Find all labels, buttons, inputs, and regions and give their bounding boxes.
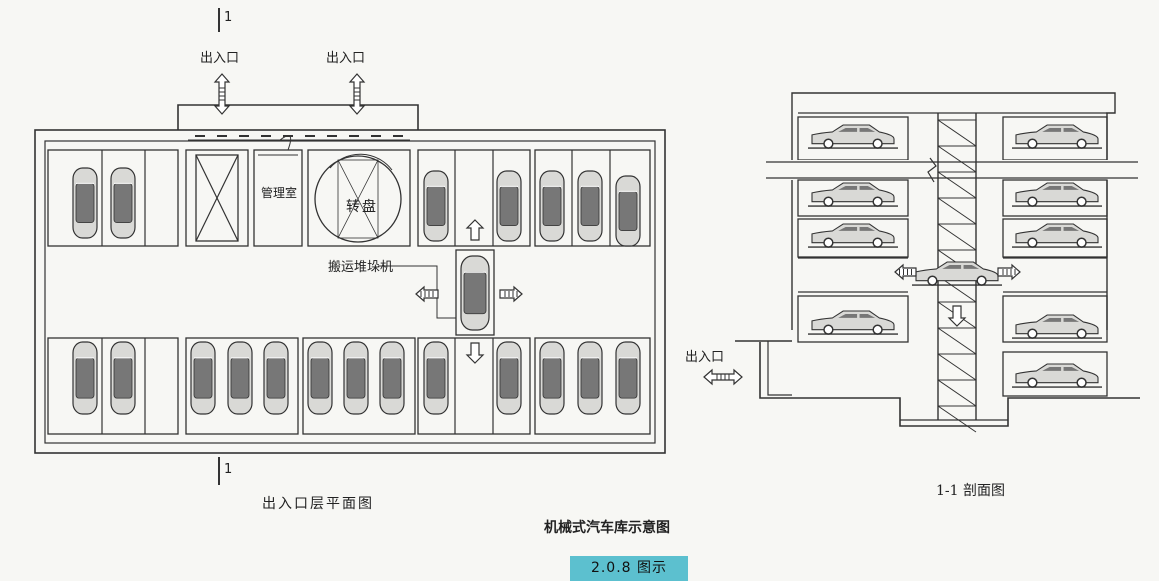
lift-brace — [937, 379, 977, 407]
car-side-view — [1012, 223, 1102, 248]
lift-brace — [937, 119, 977, 147]
car-top-view — [423, 170, 449, 242]
parking-block-bottom-left — [47, 337, 179, 435]
car-top-view — [72, 341, 98, 415]
parking-block-bottom-5 — [534, 337, 651, 435]
entrance-arrow-right — [348, 73, 366, 115]
turntable-cross — [337, 159, 379, 239]
car-top-view — [343, 341, 369, 415]
lift-shaft — [185, 149, 249, 247]
car-side-view — [808, 310, 898, 335]
parking-block-top-mid — [417, 149, 531, 247]
entrance-label-right: 出入口 — [326, 51, 366, 66]
entrance-label-left: 出入口 — [200, 51, 240, 66]
section-entrance-label: 出入口 — [685, 350, 725, 365]
car-top-view — [577, 170, 603, 242]
car-side-view — [808, 124, 898, 149]
plan-outer-wall — [34, 129, 666, 454]
turntable-label: 转盘 — [346, 199, 378, 215]
stacker-arrow-right — [499, 285, 523, 303]
car-top-view — [423, 341, 449, 415]
stacker-label: 搬运堆垛机 — [328, 260, 394, 275]
car-side-view — [1012, 182, 1102, 207]
office-door-swing — [279, 135, 292, 151]
section-ground-pit — [759, 342, 1140, 427]
parking-block-top-right — [534, 149, 651, 247]
car-top-view — [307, 341, 333, 415]
car-side-view — [1012, 363, 1102, 388]
lift-brace — [937, 405, 977, 433]
car-top-view — [539, 170, 565, 242]
figure-caption: 机械式汽车库示意图 — [544, 520, 670, 536]
parking-block-bottom-2 — [185, 337, 299, 435]
car-top-view — [190, 341, 216, 415]
figure-number-badge: 2.0.8 图示 — [570, 556, 688, 581]
bay-left-2 — [797, 179, 909, 217]
lift-brace — [937, 145, 977, 173]
car-top-view — [615, 341, 641, 415]
car-top-view — [227, 341, 253, 415]
break-band — [766, 160, 1146, 180]
car-top-view — [539, 341, 565, 415]
car-top-view — [379, 341, 405, 415]
break-symbol — [927, 157, 937, 183]
entrance-projection — [177, 104, 419, 130]
lift-car — [195, 154, 239, 242]
turntable-circle — [314, 155, 402, 243]
car-side-view — [808, 182, 898, 207]
car-top-view — [110, 167, 136, 239]
turntable-car-outline — [337, 159, 379, 239]
bay-right-5 — [1002, 295, 1108, 343]
car-side-view — [808, 223, 898, 248]
plan-title: 出入口层平面图 — [262, 496, 374, 512]
turntable-arrow — [329, 153, 393, 171]
office-room — [253, 149, 303, 247]
section-mark-bottom: 1 — [224, 462, 233, 477]
car-top-view — [72, 167, 98, 239]
bay-left-3 — [797, 218, 909, 258]
bay-right-3 — [1002, 218, 1108, 258]
lift-brace — [937, 327, 977, 355]
section-title: 1-1 剖面图 — [936, 483, 1005, 499]
section-entrance-arrow — [703, 368, 743, 386]
section-move-right — [997, 263, 1021, 281]
section-lift-arrow — [947, 305, 967, 327]
entrance-arrow-left — [213, 73, 231, 115]
car-top-view — [615, 175, 641, 247]
stacker-arrow-left — [415, 285, 439, 303]
parking-block-bottom-4 — [417, 337, 531, 435]
stacker-arrow-up — [465, 219, 485, 241]
turntable-room — [307, 149, 411, 247]
stacker-arrow-down — [465, 342, 485, 364]
bay-right-6 — [1002, 351, 1108, 397]
car-top-view — [496, 341, 522, 415]
lift-brace — [937, 197, 977, 225]
car-top-view — [577, 341, 603, 415]
lift-cross — [195, 154, 239, 242]
parking-block-bottom-3 — [302, 337, 416, 435]
lift-brace — [937, 171, 977, 199]
car-top-view — [110, 341, 136, 415]
car-side-view — [1012, 314, 1102, 339]
section-mark-top: 1 — [224, 10, 233, 25]
car-side-view — [912, 261, 1002, 286]
car-side-view — [1012, 124, 1102, 149]
plan-inner-wall — [44, 140, 656, 444]
car-top-view — [460, 255, 490, 331]
stacker-frame — [455, 249, 495, 336]
lift-brace — [937, 353, 977, 381]
car-top-view — [496, 170, 522, 242]
entrance-wall — [767, 341, 792, 396]
parking-block-top-left — [47, 149, 179, 247]
lift-brace — [937, 223, 977, 251]
bay-left-5 — [797, 295, 909, 343]
bay-right-2 — [1002, 179, 1108, 217]
section-move-left — [894, 263, 917, 281]
car-top-view — [263, 341, 289, 415]
office-label: 管理室 — [261, 186, 298, 200]
